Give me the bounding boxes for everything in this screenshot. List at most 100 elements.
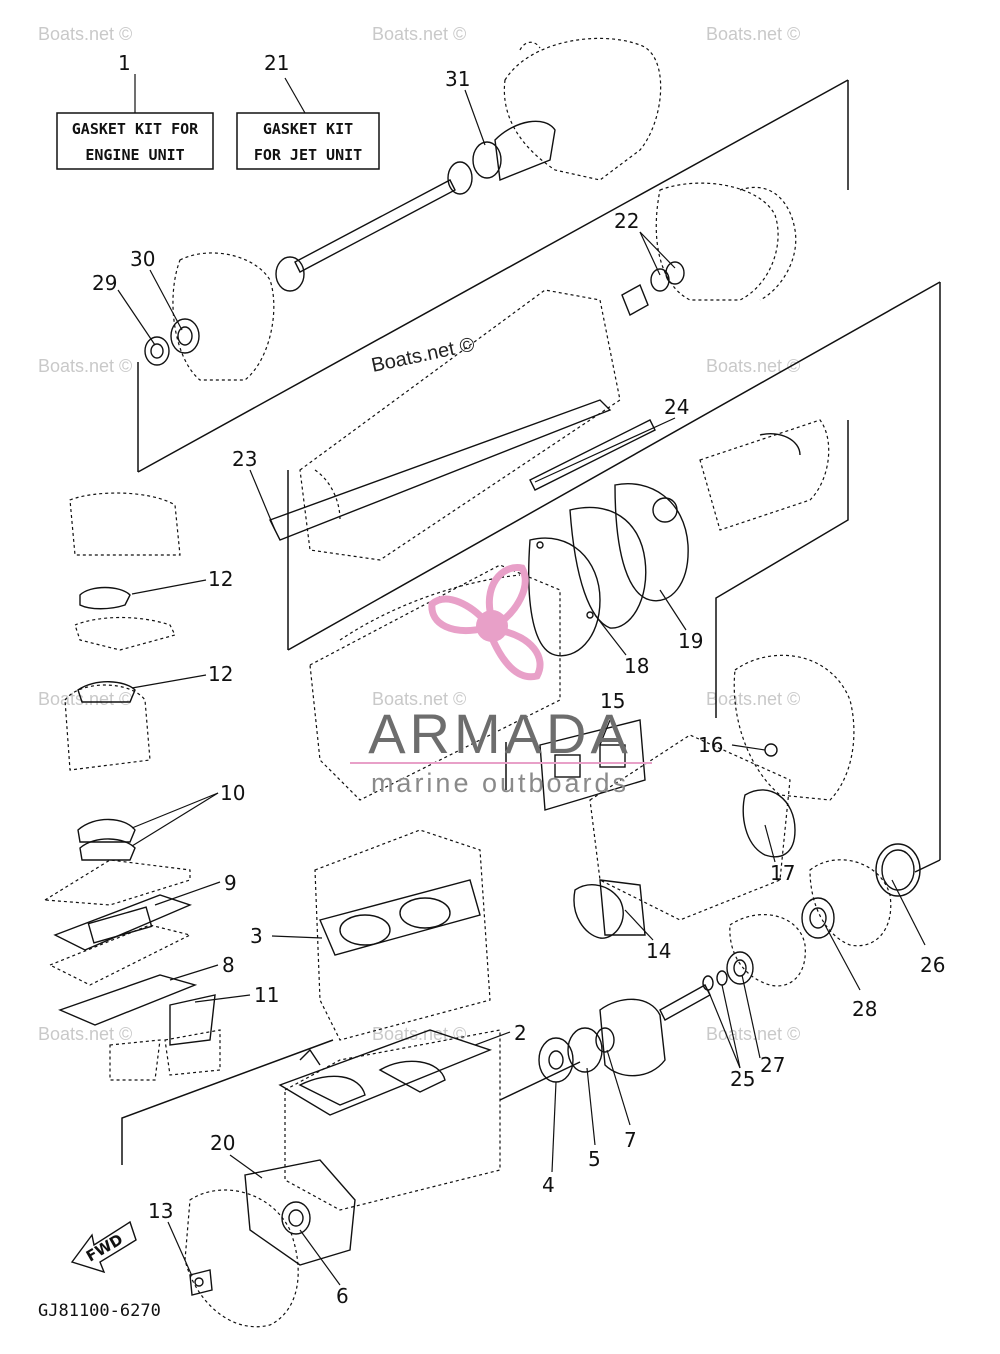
gasket-kit-engine-box: GASKET KIT FOR ENGINE UNIT 1 <box>56 51 214 170</box>
diagram-stroke <box>131 674 207 689</box>
crankshaft-assembly <box>538 843 921 1083</box>
diagram-stroke <box>77 818 136 843</box>
callout-number: 25 <box>730 1067 755 1091</box>
diagram-stroke <box>378 1060 446 1093</box>
callout-labels: 31 22 30 29 24 23 12 12 19 18 15 16 10 9… <box>92 67 945 1308</box>
callout-number: 19 <box>678 629 703 653</box>
watermark-text: Boats.net © <box>38 356 132 376</box>
diagram-stroke <box>299 1229 341 1286</box>
diagram-stroke <box>249 469 276 531</box>
diagram-stroke <box>573 884 624 939</box>
diagram-stroke <box>172 252 275 381</box>
armada-logo: ARMADA marine outboards <box>350 564 652 798</box>
diagram-stroke <box>655 182 779 301</box>
diagram-stroke <box>275 256 305 292</box>
diagram-stroke <box>144 336 170 366</box>
diagram-stroke <box>287 281 941 651</box>
diagram-stroke <box>569 506 647 629</box>
diagram-stroke <box>801 897 835 939</box>
callout-number: 18 <box>624 654 649 678</box>
diagram-stroke <box>614 483 689 602</box>
diagram-stroke <box>284 77 306 114</box>
fwd-label: FWD <box>83 1230 126 1265</box>
diagram-stroke <box>715 420 849 718</box>
propeller-blade <box>485 564 529 629</box>
jet-group-frame <box>121 79 941 1165</box>
watermark-text: Boats.net © <box>706 356 800 376</box>
brand-tagline: marine outboards <box>371 768 629 798</box>
impeller-housing <box>621 182 797 316</box>
callout-number: 16 <box>698 733 723 757</box>
diagram-stroke <box>599 879 646 936</box>
diagram-stroke <box>269 399 612 541</box>
diagram-stroke <box>595 1027 615 1053</box>
diagram-stroke <box>824 924 861 991</box>
callout-number: 12 <box>208 567 233 591</box>
diagram-stroke <box>69 492 181 556</box>
diagram-stroke <box>472 141 502 179</box>
diagram-stroke <box>586 1067 596 1146</box>
diagram-stroke <box>53 894 192 951</box>
diagram-stroke <box>729 914 806 987</box>
diagram-stroke <box>639 231 661 276</box>
diagram-stroke <box>169 994 216 1046</box>
diagram-stroke <box>494 120 556 181</box>
propeller-hub <box>476 610 508 642</box>
diagram-stroke <box>79 586 131 610</box>
callout-number: 10 <box>220 781 245 805</box>
diagram-stroke <box>594 614 627 656</box>
brand-name: ARMADA <box>368 702 632 765</box>
watermark-text: Boats.net © <box>706 24 800 44</box>
watermark-layer: Boats.net © Boats.net © Boats.net © Boat… <box>38 24 800 1044</box>
callout-number: 27 <box>760 1053 785 1077</box>
diagram-stroke <box>314 469 341 521</box>
callout-number: 26 <box>920 953 945 977</box>
diagram-stroke <box>528 537 601 657</box>
gasket-kit-jet-box: GASKET KIT FOR JET UNIT 21 <box>236 51 380 170</box>
watermark-text: Boats.net © <box>706 689 800 709</box>
callout-number: 29 <box>92 271 117 295</box>
diagram-stroke <box>606 1049 631 1126</box>
diagram-stroke <box>652 497 678 523</box>
diagram-stroke <box>721 984 741 1069</box>
diagram-stroke <box>809 907 827 929</box>
diagram-stroke <box>447 161 473 195</box>
callout-number: 6 <box>336 1284 349 1308</box>
diagram-stroke <box>131 792 219 847</box>
callout-number: 23 <box>232 447 257 471</box>
diagram-stroke <box>529 419 656 491</box>
diagram-stroke <box>164 1029 221 1076</box>
diagram-stroke <box>474 1031 511 1046</box>
callout-number: 3 <box>250 924 263 948</box>
watermark-text: Boats.net © <box>38 24 132 44</box>
callout-number: 5 <box>588 1147 601 1171</box>
diagram-stroke <box>599 998 666 1077</box>
diagram-stroke <box>87 906 153 944</box>
diagram-stroke <box>194 1277 204 1287</box>
leader-lines <box>117 89 926 1286</box>
diagram-stroke <box>519 41 541 51</box>
drawing-code: GJ81100-6270 <box>38 1301 161 1321</box>
propeller-blade <box>487 626 544 681</box>
diagram-stroke <box>551 1081 557 1173</box>
diagram-stroke <box>121 1039 334 1165</box>
callout-number: 4 <box>542 1173 555 1197</box>
diagram-stroke <box>271 935 323 939</box>
callout-number: 31 <box>445 67 470 91</box>
diagram-stroke <box>503 37 662 181</box>
diagram-stroke <box>914 859 941 873</box>
propeller-icon <box>428 564 544 681</box>
diagram-stroke <box>48 924 192 986</box>
watermark-text: Boats.net © <box>38 689 132 709</box>
callout-number: 30 <box>130 247 155 271</box>
diagram-stroke <box>194 994 251 1003</box>
diagram-stroke <box>74 616 176 651</box>
watermark-text: Boats.net © <box>706 1024 800 1044</box>
forward-arrow-icon: FWD <box>70 1220 137 1274</box>
callout-number: 9 <box>224 871 237 895</box>
diagram-stroke <box>399 897 451 929</box>
diagram-stroke <box>621 284 649 316</box>
diagram-stroke <box>875 843 921 897</box>
callout-number: 17 <box>770 861 795 885</box>
diagram-stroke <box>284 1029 501 1211</box>
